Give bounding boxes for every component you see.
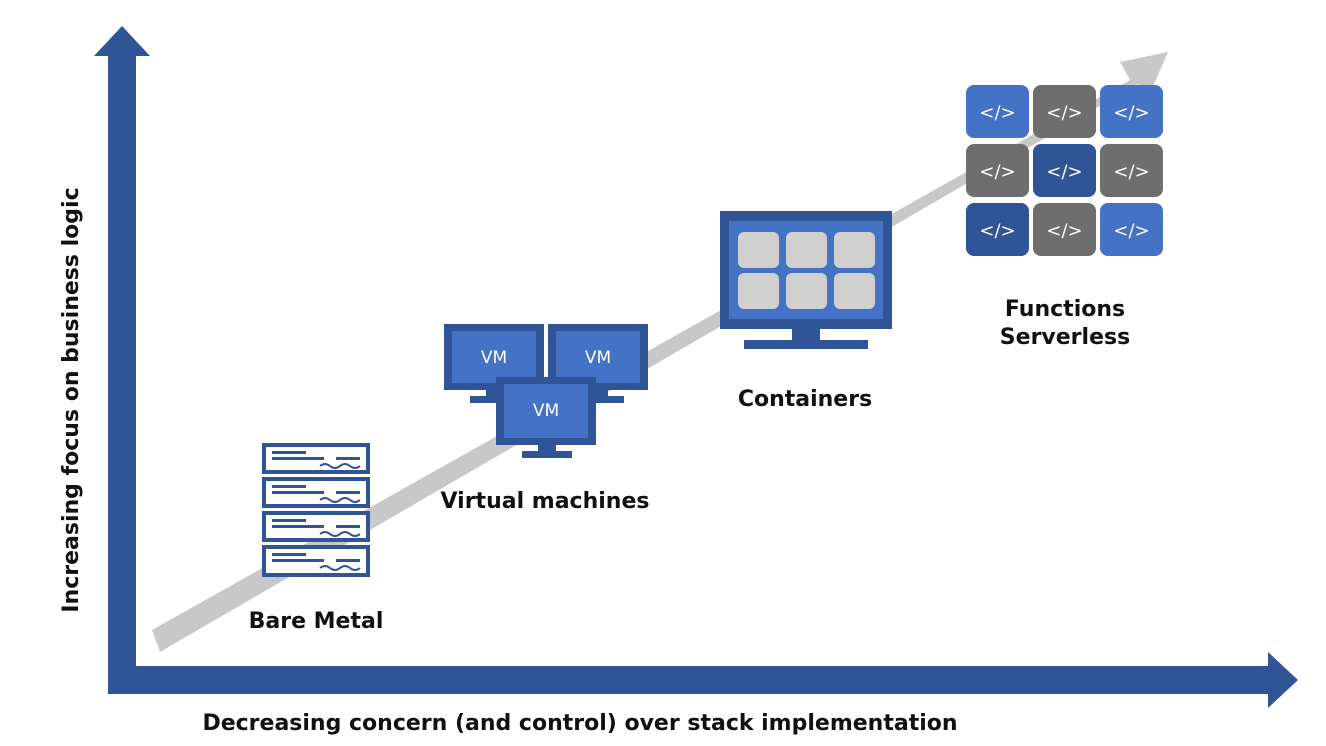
server-unit <box>262 545 370 577</box>
function-tile <box>966 85 1029 138</box>
x-axis <box>108 652 1298 708</box>
y-axis <box>94 26 150 694</box>
functions-tile-grid: </> </> </> </> </> </> </> </> </> <box>966 85 1163 256</box>
function-tile <box>1033 85 1096 138</box>
function-tile-code-icon: </> <box>1046 221 1082 242</box>
function-tile <box>1100 85 1163 138</box>
server-unit <box>262 511 370 542</box>
trend-arrow <box>152 52 1168 652</box>
function-tile <box>966 144 1029 197</box>
bare-metal-server-icon <box>262 443 370 577</box>
y-axis-label: Increasing focus on business logic <box>59 187 84 613</box>
virtual-machines-label: Virtual machines <box>440 489 650 514</box>
function-tile-code-icon: </> <box>979 221 1015 242</box>
vm-text: VM <box>481 348 507 368</box>
function-tile <box>966 203 1029 256</box>
function-tile-code-icon: </> <box>979 162 1015 183</box>
server-unit <box>262 443 370 474</box>
functions-label: Functions Serverless <box>980 296 1150 352</box>
functions-label-line2: Serverless <box>999 325 1131 350</box>
containers-label: Containers <box>737 387 873 412</box>
function-tile-code-icon: </> <box>1113 162 1149 183</box>
bare-metal-label: Bare Metal <box>248 609 384 634</box>
vm-monitor-icon-left: VM <box>444 324 544 403</box>
function-tile-code-icon: </> <box>979 103 1015 124</box>
function-tile <box>1033 144 1096 197</box>
functions-label-line1: Functions <box>1004 297 1126 322</box>
server-unit <box>262 477 370 508</box>
vm-text: VM <box>585 348 611 368</box>
function-tile <box>1100 144 1163 197</box>
function-tile-code-icon: </> <box>1113 221 1149 242</box>
function-tile-code-icon: </> <box>1046 162 1082 183</box>
vm-text: VM <box>533 401 559 421</box>
function-tile-code-icon: </> <box>1113 103 1149 124</box>
x-axis-label: Decreasing concern (and control) over st… <box>202 711 958 736</box>
function-tile-code-icon: </> <box>1046 103 1082 124</box>
function-tile <box>1100 203 1163 256</box>
containers-monitor-icon <box>720 211 892 349</box>
function-tile <box>1033 203 1096 256</box>
vm-monitor-icon-front: VM <box>496 377 596 458</box>
